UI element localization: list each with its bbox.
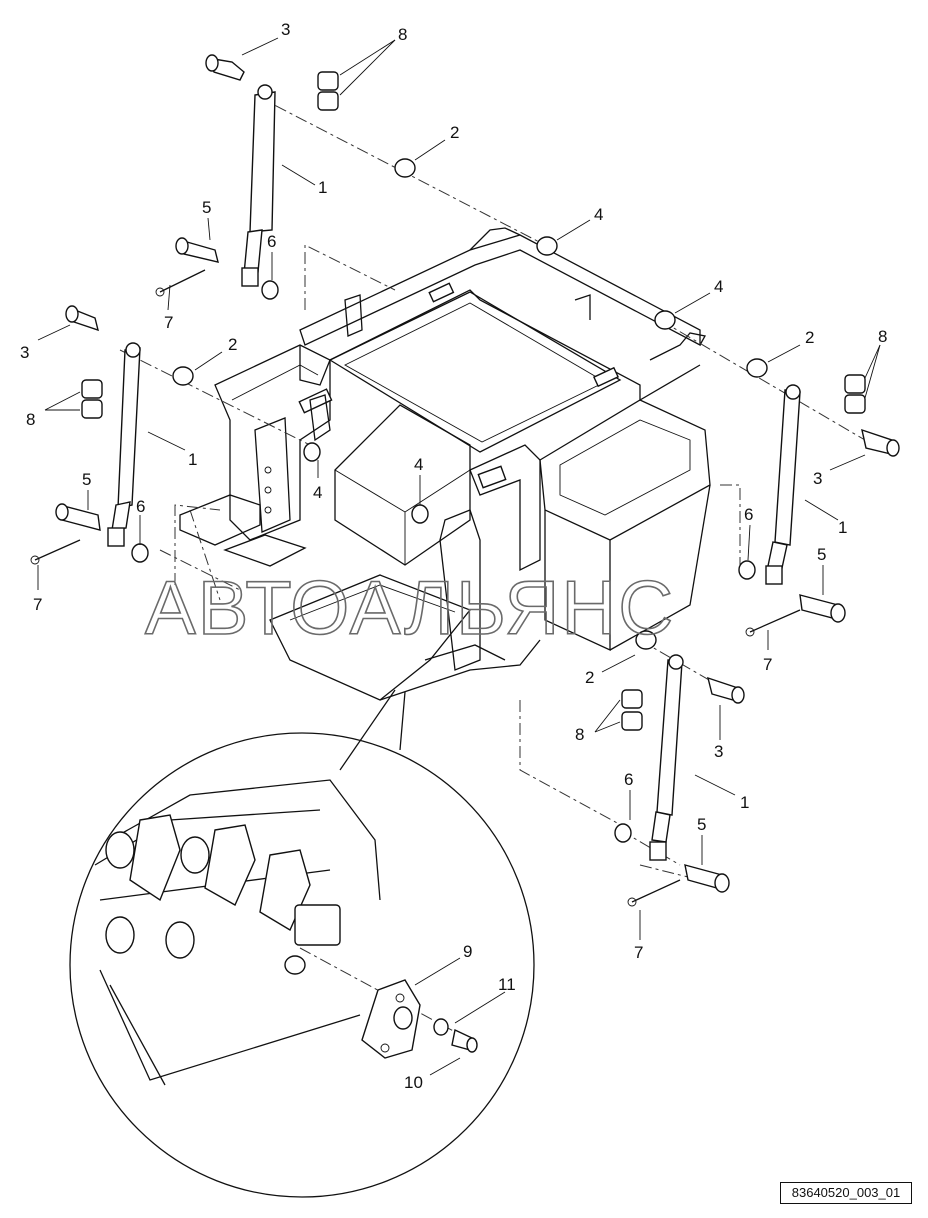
- callout-10: 10: [404, 1073, 423, 1092]
- callout-6: 6: [744, 505, 753, 524]
- gas-strut-top: [155, 54, 558, 300]
- callout-2: 2: [585, 668, 594, 687]
- callout-5: 5: [82, 470, 91, 489]
- callout-1: 1: [838, 518, 847, 537]
- callout-4: 4: [414, 455, 423, 474]
- callout-3: 3: [281, 20, 290, 39]
- callout-7: 7: [763, 655, 772, 674]
- callout-4: 4: [594, 205, 603, 224]
- callout-7: 7: [164, 313, 173, 332]
- seat-frame-assembly: [179, 227, 711, 701]
- callout-4: 4: [313, 483, 322, 502]
- callout-8: 8: [398, 25, 407, 44]
- callout-labels: 3 8 2 1 5 4 6 7 3 2 8 1 5 6 7 4 4 4 2 8 …: [20, 20, 887, 1092]
- callout-11: 11: [498, 975, 516, 994]
- callout-7: 7: [33, 595, 42, 614]
- leader-lines: [37, 37, 881, 1076]
- callout-6: 6: [624, 770, 633, 789]
- callout-4: 4: [714, 277, 723, 296]
- callout-2: 2: [228, 335, 237, 354]
- gas-strut-left: [30, 305, 194, 565]
- gas-strut-lower-right: [303, 442, 745, 907]
- callout-6: 6: [136, 497, 145, 516]
- callout-7: 7: [634, 943, 643, 962]
- callout-8: 8: [26, 410, 35, 429]
- drawing-reference-number: 83640520_003_01: [780, 1182, 912, 1204]
- callout-1: 1: [318, 178, 327, 197]
- callout-8: 8: [575, 725, 584, 744]
- detail-magnifier: [69, 689, 535, 1198]
- callout-5: 5: [697, 815, 706, 834]
- watermark-text: АВТОАЛЬЯНС: [145, 566, 675, 651]
- callout-6: 6: [267, 232, 276, 251]
- callout-1: 1: [188, 450, 197, 469]
- callout-2: 2: [450, 123, 459, 142]
- callout-3: 3: [714, 742, 723, 761]
- callout-2: 2: [805, 328, 814, 347]
- callout-3: 3: [813, 469, 822, 488]
- callout-9: 9: [463, 942, 472, 961]
- callout-8: 8: [878, 327, 887, 346]
- callout-1: 1: [740, 793, 749, 812]
- callout-5: 5: [817, 545, 826, 564]
- gas-strut-right: [654, 310, 900, 637]
- callout-3: 3: [20, 343, 29, 362]
- callout-5: 5: [202, 198, 211, 217]
